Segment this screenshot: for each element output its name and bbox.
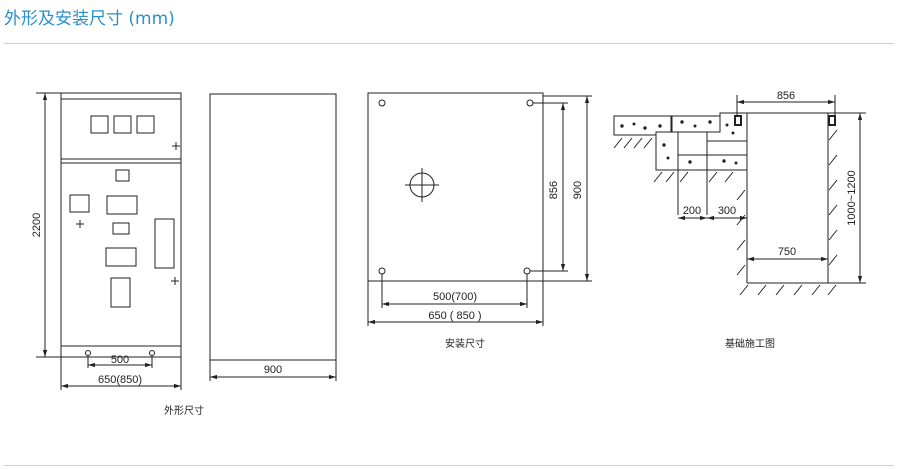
- hole-spacing-dimension: 500(700): [433, 291, 477, 303]
- screw-icon: [172, 142, 180, 150]
- foundation-view: [613, 95, 866, 296]
- depth-dimension: 900: [264, 364, 282, 376]
- front-view: [36, 92, 182, 390]
- foundation-caption: 基础施工图: [725, 337, 775, 350]
- screw-icon: [76, 220, 84, 228]
- page-title: 外形及安装尺寸 (mm): [4, 9, 175, 29]
- top-width-dimension: 856: [777, 90, 795, 102]
- installation-caption: 安装尺寸: [445, 337, 485, 350]
- footer-divider: [4, 465, 894, 466]
- inner-height-dimension: 856: [548, 181, 560, 199]
- width-dimension: 650(850): [98, 374, 142, 386]
- pit-width-dimension: 750: [778, 246, 796, 258]
- header-divider: [4, 43, 894, 44]
- height-dimension: 2200: [31, 213, 43, 237]
- outer-height-dimension: 900: [572, 181, 584, 199]
- hole-spacing-dimension: 500: [111, 354, 129, 366]
- installation-view: [367, 92, 592, 326]
- step1-dimension: 200: [683, 205, 701, 217]
- depth-dimension: 1000~1200: [846, 170, 858, 225]
- screw-icon: [171, 277, 179, 285]
- side-view: [209, 93, 337, 381]
- width-dimension: 650 ( 850 ): [428, 310, 481, 322]
- step2-dimension: 300: [718, 205, 736, 217]
- outline-caption: 外形尺寸: [164, 404, 204, 417]
